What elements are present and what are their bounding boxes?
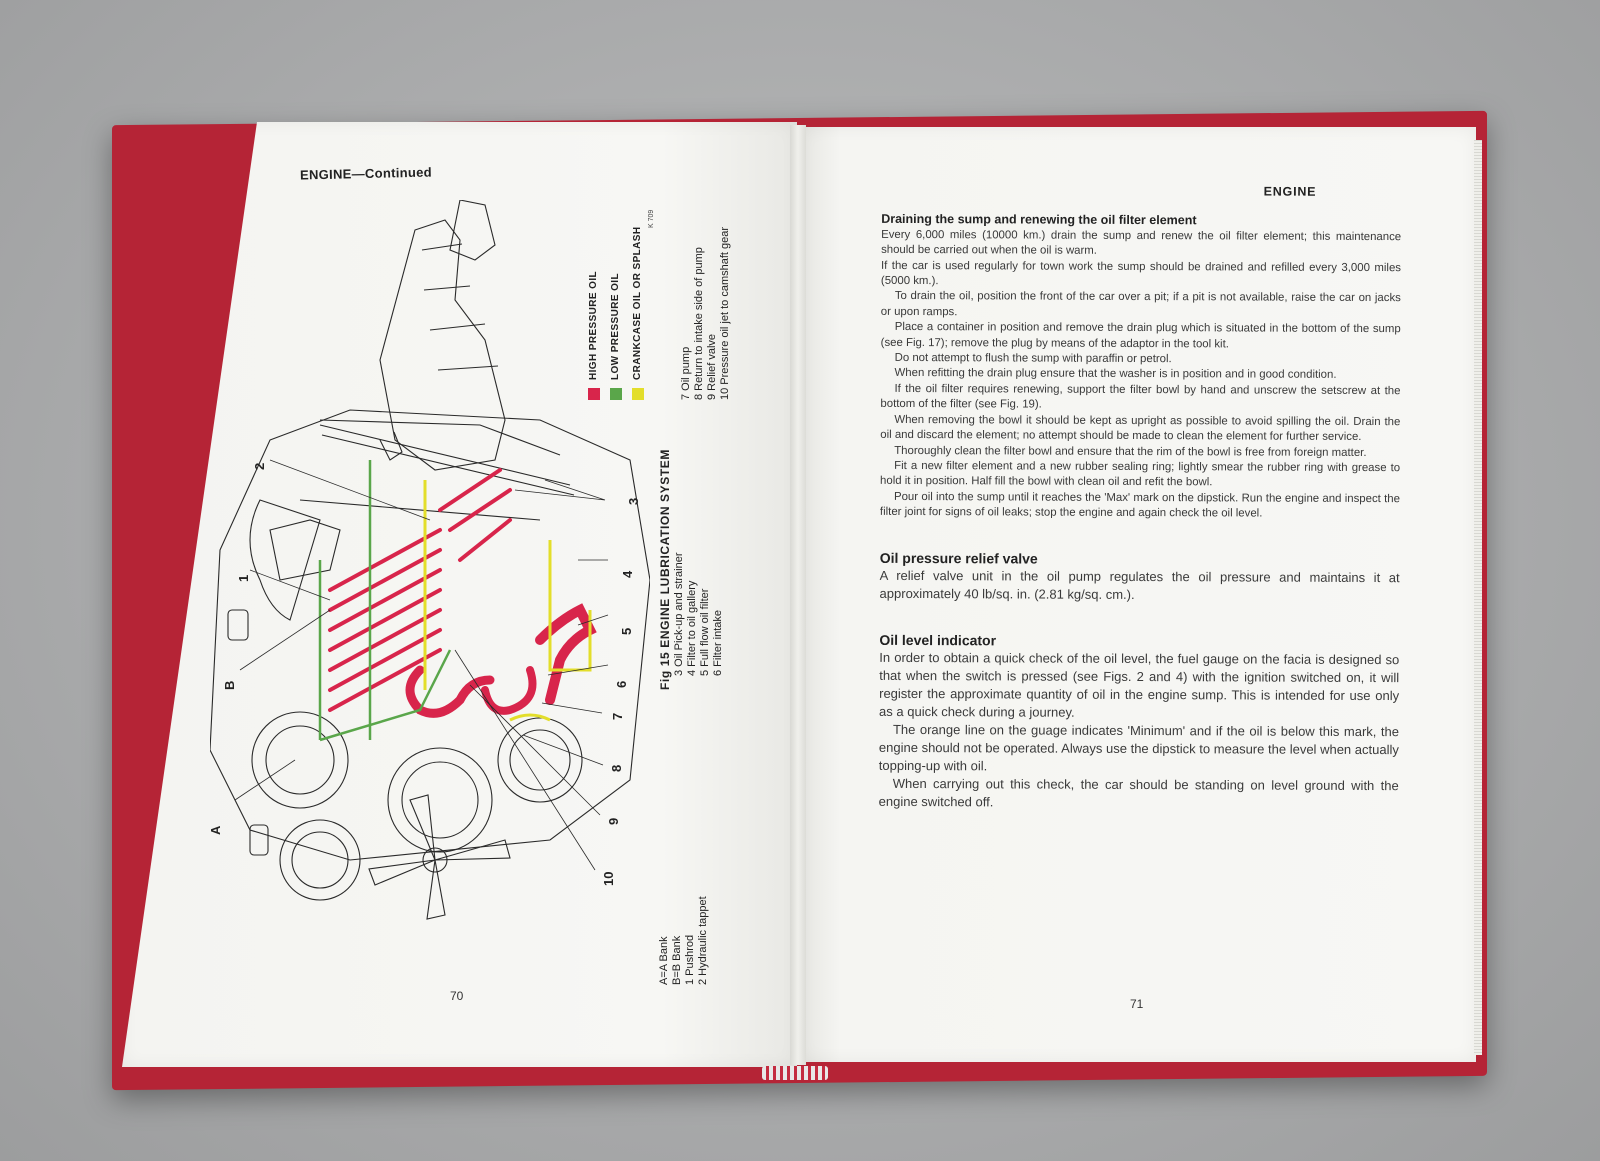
right-page: [800, 127, 1476, 1062]
caption-item: 6 Filter intake: [712, 609, 724, 676]
crankcase-swatch: [632, 388, 644, 400]
page-edges: [1474, 140, 1482, 1055]
callout-9: 9: [606, 817, 621, 825]
page-number-left: 70: [450, 989, 464, 1003]
callout-a: A: [208, 825, 223, 835]
bank-legend-item: A=A Bank: [658, 936, 670, 985]
figure-caption: Fig 15 ENGINE LUBRICATION SYSTEM 3 Oil P…: [658, 449, 725, 690]
caption-item: 3 Oil Pick-up and strainer: [673, 552, 685, 677]
callout-b: B: [222, 680, 237, 690]
paragraph: Every 6,000 miles (10000 km.) drain the …: [881, 228, 1402, 258]
bank-legend-item: 2 Hydraulic tappet: [697, 896, 709, 985]
paragraph: If the oil filter requires renewing, sup…: [880, 382, 1401, 411]
legend-label: LOW PRESSURE OIL: [610, 273, 621, 380]
paragraph: To drain the oil, position the front of …: [880, 290, 1401, 319]
callout-3: 3: [626, 497, 641, 505]
figure-caption-title: Fig 15 ENGINE LUBRICATION SYSTEM: [658, 449, 672, 690]
paragraph: When carrying out this check, the car sh…: [878, 775, 1399, 809]
figure-code: K 709: [648, 209, 655, 228]
caption-item: 8 Return to intake side of pump: [693, 247, 705, 400]
callout-7: 7: [610, 712, 625, 720]
left-page: [122, 122, 797, 1067]
figure-caption-continued: 7 Oil pump 8 Return to intake side of pu…: [680, 227, 732, 400]
low-pressure-swatch: [610, 388, 622, 400]
paragraph: Pour oil into the sump until it reaches …: [879, 490, 1401, 520]
paragraph: A relief valve unit in the oil pump regu…: [879, 567, 1400, 602]
right-page-text: ENGINE Draining the sump and renewing th…: [879, 183, 1402, 813]
caption-item: 4 Filter to oil gallery: [686, 580, 698, 676]
paragraph: The orange line on the guage indicates '…: [878, 721, 1400, 773]
engine-lubrication-diagram: [210, 200, 650, 920]
headband: [762, 1066, 828, 1080]
callout-5: 5: [619, 627, 634, 635]
caption-item: 9 Relief valve: [706, 333, 718, 400]
paragraph: Fit a new filter element and a new rubbe…: [880, 459, 1401, 489]
left-page-heading: ENGINE—Continued: [299, 164, 433, 183]
callout-2: 2: [252, 462, 267, 470]
legend-label: CRANKCASE OIL OR SPLASH: [632, 226, 643, 380]
bank-legend: A=A Bank B=B Bank 1 Pushrod 2 Hydraulic …: [658, 896, 710, 985]
paragraph: Place a container in position and remove…: [880, 321, 1401, 351]
bank-legend-item: B=B Bank: [671, 935, 683, 985]
page-number-right: 71: [1130, 997, 1144, 1011]
legend-crankcase: CRANKCASE OIL OR SPLASH: [627, 227, 649, 400]
legend-low-pressure: LOW PRESSURE OIL: [605, 227, 627, 400]
caption-item: 5 Full flow oil filter: [699, 588, 711, 676]
callout-4: 4: [620, 570, 635, 578]
callout-8: 8: [609, 764, 624, 772]
running-head: ENGINE: [1263, 184, 1317, 199]
high-pressure-swatch: [588, 388, 600, 400]
callout-6: 6: [614, 680, 629, 688]
legend-label: HIGH PRESSURE OIL: [588, 270, 599, 380]
book-gutter: [790, 125, 806, 1065]
oil-color-legend: HIGH PRESSURE OIL LOW PRESSURE OIL CRANK…: [583, 227, 649, 400]
paragraph: In order to obtain a quick check of the …: [879, 649, 1400, 720]
callout-10: 10: [601, 871, 616, 886]
caption-item: 10 Pressure oil jet to camshaft gear: [719, 226, 731, 400]
bank-legend-item: 1 Pushrod: [684, 934, 696, 985]
paragraph: If the car is used regularly for town wo…: [880, 259, 1402, 288]
paragraph: When removing the bowl it should be kept…: [880, 413, 1401, 444]
legend-high-pressure: HIGH PRESSURE OIL: [583, 227, 605, 400]
caption-item: 7 Oil pump: [680, 346, 692, 400]
section-title-relief-valve: Oil pressure relief valve: [879, 549, 1038, 567]
callout-1: 1: [236, 574, 251, 582]
section-title-oil-level: Oil level indicator: [879, 631, 997, 648]
